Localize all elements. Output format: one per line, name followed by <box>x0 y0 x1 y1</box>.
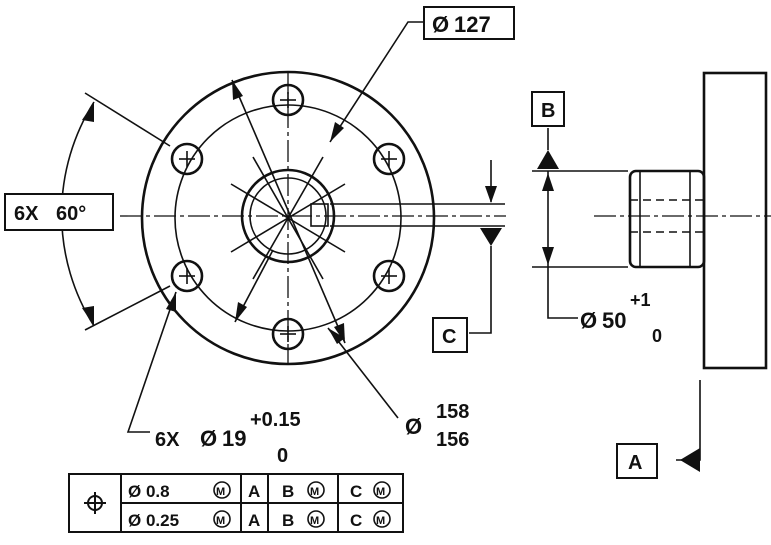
angle-arrow-bottom-icon <box>82 306 94 326</box>
fcf-row2-datum3: C <box>350 511 362 530</box>
datum-a-triangle-icon <box>680 448 700 472</box>
fcf-row2-datum1: A <box>248 511 260 530</box>
datum-c-box <box>432 317 468 353</box>
pcd-box <box>423 6 515 40</box>
flange-leader-arrow-icon <box>328 328 345 344</box>
pcd-dimension-line <box>231 79 346 344</box>
bolt-hole-bottom-right <box>372 259 406 293</box>
holes-symbol: Ø <box>200 426 217 451</box>
front-view <box>60 21 506 433</box>
angle-box <box>4 193 114 231</box>
pilot-tol-upper: +1 <box>630 290 651 310</box>
pilot-arrow-top-icon <box>542 173 554 191</box>
pcd-value: 127 <box>454 12 491 37</box>
datum-b-triangle-icon <box>537 150 559 169</box>
fcf-row1-tolerance: Ø 0.8 <box>128 482 170 501</box>
datum-a-box <box>616 443 658 479</box>
fcf-row2-modifier: M <box>216 515 225 527</box>
datum-b-box <box>531 91 565 127</box>
datum-c-leader <box>469 246 492 334</box>
angle-extension-bottom <box>84 285 171 331</box>
flange-lower: 156 <box>436 429 469 451</box>
flange-symbol: Ø <box>405 414 422 439</box>
bolt-hole-top-left <box>170 142 204 176</box>
fcf-row1-datum2-mod: M <box>310 486 319 498</box>
flange-inner-arrow-icon <box>235 302 247 322</box>
position-icon <box>84 492 106 514</box>
bolt-hole-bottom <box>271 317 305 351</box>
pcd-symbol: Ø <box>432 12 449 37</box>
pilot-leader <box>547 267 578 319</box>
fcf-row2-datum2: B <box>282 511 294 530</box>
fcf-row2-datum3-mod: M <box>376 515 385 527</box>
holes-leader <box>126 291 177 433</box>
pilot-arrow-bottom-icon <box>542 247 554 265</box>
datum-c-triangle-icon <box>480 228 502 246</box>
fcf-row1-datum2: B <box>282 482 294 501</box>
datum-a-label: A <box>628 452 642 474</box>
datum-c-label: C <box>442 326 456 348</box>
radial-line-4 <box>230 183 346 253</box>
side-flange-body <box>702 71 768 370</box>
datum-b-label: B <box>541 100 555 122</box>
bolt-hole-top-right <box>372 142 406 176</box>
pilot-tol-lower: 0 <box>652 326 662 346</box>
fcf-row2-tolerance: Ø 0.25 <box>128 511 179 530</box>
fcf-row1-datum3-mod: M <box>376 486 385 498</box>
angle-extension-top <box>84 92 171 147</box>
side-pilot-hub <box>628 169 706 269</box>
angle-arrow-top-icon <box>82 102 94 122</box>
angle-prefix: 6X <box>14 203 39 225</box>
holes-leader-arrow-icon <box>166 292 176 312</box>
angle-value: 60° <box>56 203 86 225</box>
bolt-hole-top <box>271 83 305 117</box>
pcd-leader <box>329 21 424 143</box>
datum-a-leader <box>676 380 701 461</box>
flange-leader <box>327 327 399 419</box>
fcf-row1-datum1: A <box>248 482 260 501</box>
bolt-hole-bottom-left <box>170 259 204 293</box>
pcd-leader-arrow-icon <box>330 122 344 142</box>
pcd-arrow-top-icon <box>232 80 243 100</box>
fcf-row1-datum3: C <box>350 482 362 501</box>
keyway-arrow-icon <box>485 186 497 203</box>
pilot-symbol: Ø <box>580 308 597 333</box>
hole-center-marks <box>179 92 397 342</box>
side-view <box>532 71 771 472</box>
holes-value: 19 <box>222 426 246 451</box>
feature-control-frame: Ø 0.8 M A B M C M Ø 0.25 M A B M C M <box>68 473 404 533</box>
holes-tol-lower: 0 <box>277 445 288 467</box>
pilot-value: 50 <box>602 308 626 333</box>
keyway-slot <box>310 203 329 227</box>
fcf-row2-datum2-mod: M <box>310 515 319 527</box>
fcf-row1-modifier: M <box>216 486 225 498</box>
holes-prefix: 6X <box>155 429 180 451</box>
flange-upper: 158 <box>436 401 469 423</box>
holes-tol-upper: +0.15 <box>250 409 301 431</box>
